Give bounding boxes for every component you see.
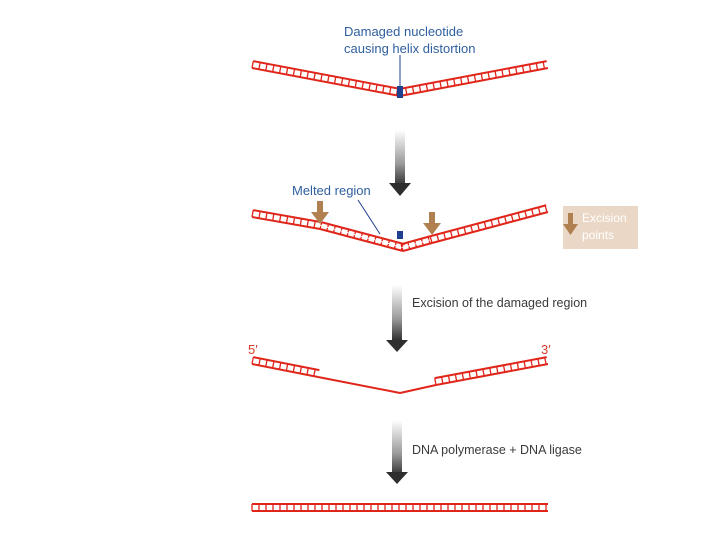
- dna-helix-repaired: [251, 503, 548, 512]
- stage-repaired-dna: [251, 503, 548, 512]
- dna-helix-distorted: [251, 60, 549, 97]
- damaged-nucleotide-label-line2: causing helix distortion: [344, 41, 476, 56]
- melted-region-label: Melted region: [292, 183, 371, 198]
- excision-arrow-icon: [563, 213, 578, 235]
- damaged-nucleotide-label-line1: Damaged nucleotide: [344, 24, 463, 39]
- three-prime-label: 3′: [541, 342, 551, 357]
- melted-pointer-line: [357, 199, 381, 235]
- step-excision-label: Excision of the damaged region: [412, 296, 587, 310]
- down-arrow-icon: [389, 130, 411, 196]
- excision-points-legend: Excision points: [563, 206, 638, 249]
- stage-damaged-dna: Damaged nucleotide causing helix distort…: [251, 24, 549, 98]
- excision-arrow-icon: [311, 201, 329, 224]
- step-repair-label: DNA polymerase + DNA ligase: [412, 443, 582, 457]
- down-arrow-icon: [386, 420, 408, 484]
- down-arrow-icon: [386, 285, 408, 352]
- excision-arrow-icon: [423, 212, 441, 235]
- damaged-nucleotide-mark: [397, 86, 403, 98]
- excision-legend-line2: points: [582, 228, 614, 242]
- stage-excised-dna: 5′ 3′: [248, 342, 551, 394]
- stage-melted-dna: Melted region: [251, 183, 549, 252]
- dna-helix-melted: [251, 204, 549, 252]
- five-prime-label: 5′: [248, 342, 258, 357]
- excision-legend-line1: Excision: [582, 211, 627, 225]
- damaged-nucleotide-mark-melted: [397, 231, 403, 239]
- dna-after-excision: [251, 356, 549, 394]
